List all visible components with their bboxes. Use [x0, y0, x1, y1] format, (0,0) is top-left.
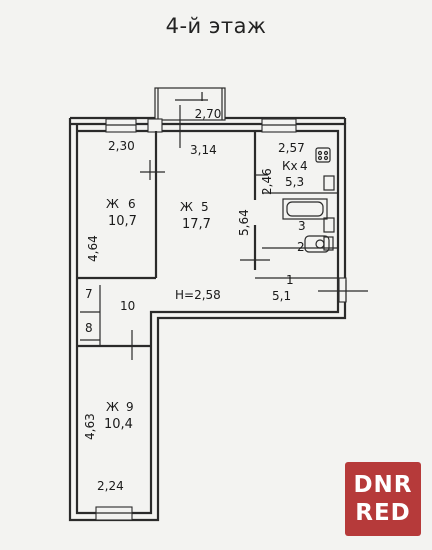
room-5-number: 5: [201, 200, 209, 214]
room-9-code: Ж: [106, 400, 119, 414]
dim-246: 2,46: [260, 168, 274, 195]
dim-314: 3,14: [190, 143, 217, 157]
room-3-number: 3: [298, 219, 306, 233]
room-8-number: 8: [85, 321, 93, 335]
dim-564: 5,64: [237, 209, 251, 236]
watermark-line-1: DNR: [353, 472, 413, 498]
room-1-area: 5,1: [272, 289, 291, 303]
room-9-number: 9: [126, 400, 134, 414]
room-4-number: 4: [300, 159, 308, 173]
outer-walls: [68, 116, 347, 522]
room-2-number: 2: [297, 240, 305, 254]
windows: [95, 118, 368, 521]
dim-257: 2,57: [278, 141, 305, 155]
room-6-area: 10,7: [108, 214, 137, 229]
room-6-number: 6: [128, 197, 136, 211]
dim-224: 2,24: [97, 479, 124, 493]
room-1-number: 1: [286, 273, 294, 287]
room-4-area: 5,3: [285, 175, 304, 189]
room-10-number: 10: [120, 299, 135, 313]
room-6-code: Ж: [106, 197, 119, 211]
interior-walls: [77, 105, 338, 360]
watermark-line-2: RED: [355, 500, 411, 526]
floor-title: 4-й этаж: [165, 14, 267, 38]
room-4-code: Кх: [282, 159, 298, 173]
dim-464: 4,64: [86, 235, 100, 262]
balcony-area: 2,70: [195, 107, 222, 121]
room-9-area: 10,4: [104, 417, 133, 432]
ceiling-height: H=2,58: [175, 288, 221, 302]
room-5-area: 17,7: [182, 217, 211, 232]
room-7-number: 7: [85, 287, 93, 301]
room-5-code: Ж: [180, 200, 193, 214]
bath-fixtures: [282, 147, 335, 253]
balcony: [154, 87, 226, 121]
balcony-number: I: [200, 90, 204, 104]
dim-230: 2,30: [108, 139, 135, 153]
dim-463: 4,63: [83, 413, 97, 440]
watermark-logo: DNR RED: [345, 462, 421, 536]
